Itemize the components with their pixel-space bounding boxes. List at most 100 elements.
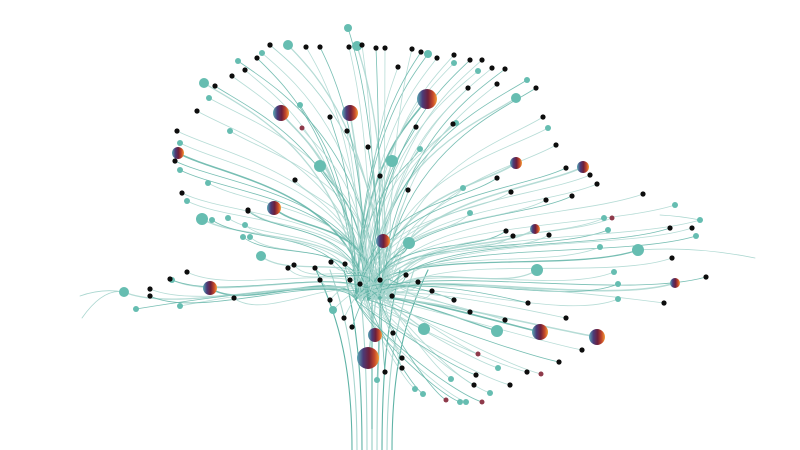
black-node	[543, 197, 549, 203]
black-node	[471, 382, 477, 388]
gradient-orb	[342, 105, 358, 121]
black-node	[342, 261, 348, 267]
red-node	[443, 397, 449, 403]
teal-node	[451, 60, 457, 66]
red-node	[538, 371, 544, 377]
teal-node	[235, 58, 241, 64]
black-node	[179, 190, 185, 196]
black-node	[467, 309, 473, 315]
teal-node	[196, 213, 208, 225]
teal-node	[424, 50, 432, 58]
teal-nodes	[119, 24, 703, 405]
branch-line	[375, 299, 403, 359]
small-red-nodes	[299, 125, 615, 405]
teal-node	[460, 185, 466, 191]
black-node	[667, 225, 673, 231]
gradient-orb	[203, 281, 217, 295]
branch-line	[359, 299, 511, 386]
teal-node	[632, 244, 644, 256]
branch-line	[186, 271, 385, 301]
teal-node	[597, 244, 603, 250]
teal-node	[417, 146, 423, 152]
black-node	[689, 225, 695, 231]
black-node	[291, 262, 297, 268]
black-node	[465, 85, 471, 91]
teal-node	[247, 234, 253, 240]
black-node	[669, 255, 675, 261]
branch-line	[379, 175, 385, 301]
black-node	[212, 83, 218, 89]
black-node	[546, 232, 552, 238]
branch-line	[242, 236, 369, 301]
branch-line	[375, 87, 469, 301]
black-node	[245, 208, 251, 214]
black-node	[194, 108, 200, 114]
black-node	[390, 330, 396, 336]
branch-line	[379, 274, 407, 301]
gradient-orb	[532, 324, 548, 340]
black-node	[502, 317, 508, 323]
teal-node	[524, 77, 530, 83]
black-node	[640, 191, 646, 197]
branch-line	[387, 257, 673, 301]
black-node	[429, 288, 435, 294]
branch-line	[367, 126, 417, 301]
gradient-orb	[172, 147, 184, 159]
branch-line	[355, 177, 498, 301]
teal-node	[467, 210, 473, 216]
black-node	[587, 172, 593, 178]
teal-node	[463, 399, 469, 405]
gradient-orb	[273, 105, 289, 121]
black-node	[563, 315, 569, 321]
teal-node	[672, 202, 678, 208]
branch-line	[375, 217, 613, 301]
teal-node	[487, 390, 493, 396]
teal-node	[420, 391, 426, 397]
branch-line	[294, 179, 377, 301]
branch-line	[387, 189, 409, 301]
black-node	[365, 144, 371, 150]
teal-node	[615, 281, 621, 287]
branch-line	[355, 299, 483, 403]
branch-line	[229, 130, 389, 301]
branch-line	[383, 116, 544, 301]
black-node	[229, 73, 235, 79]
branch-line	[355, 283, 455, 301]
branch-line	[211, 219, 357, 301]
branch-line	[363, 299, 528, 373]
black-node	[661, 300, 667, 306]
branch-line	[383, 290, 619, 307]
black-node	[467, 57, 473, 63]
black-node	[473, 372, 479, 378]
branch-line	[359, 290, 471, 313]
branch-line	[329, 283, 365, 301]
branch-line	[299, 104, 357, 301]
black-node	[292, 177, 298, 183]
teal-node	[511, 93, 521, 103]
black-nodes	[147, 42, 709, 388]
teal-node	[601, 215, 607, 221]
teal-node	[209, 217, 215, 223]
branch-line	[179, 142, 377, 301]
branch-line	[348, 46, 373, 301]
branch-tail	[81, 291, 125, 319]
black-node	[147, 286, 153, 292]
branch-line	[363, 54, 455, 301]
black-node	[418, 49, 424, 55]
teal-node	[329, 306, 337, 314]
branch-line	[233, 289, 361, 306]
teal-node	[545, 125, 551, 131]
teal-node	[283, 40, 293, 50]
black-node	[489, 65, 495, 71]
branch-tail	[637, 248, 756, 259]
teal-node	[475, 68, 481, 74]
black-node	[147, 293, 153, 299]
branch-tail	[659, 214, 701, 221]
branch-line	[314, 267, 381, 301]
branch-line	[371, 292, 567, 319]
black-node	[503, 228, 509, 234]
branch-line	[355, 299, 477, 376]
teal-node	[259, 50, 265, 56]
gradient-orb	[577, 161, 589, 173]
black-node	[242, 67, 248, 73]
